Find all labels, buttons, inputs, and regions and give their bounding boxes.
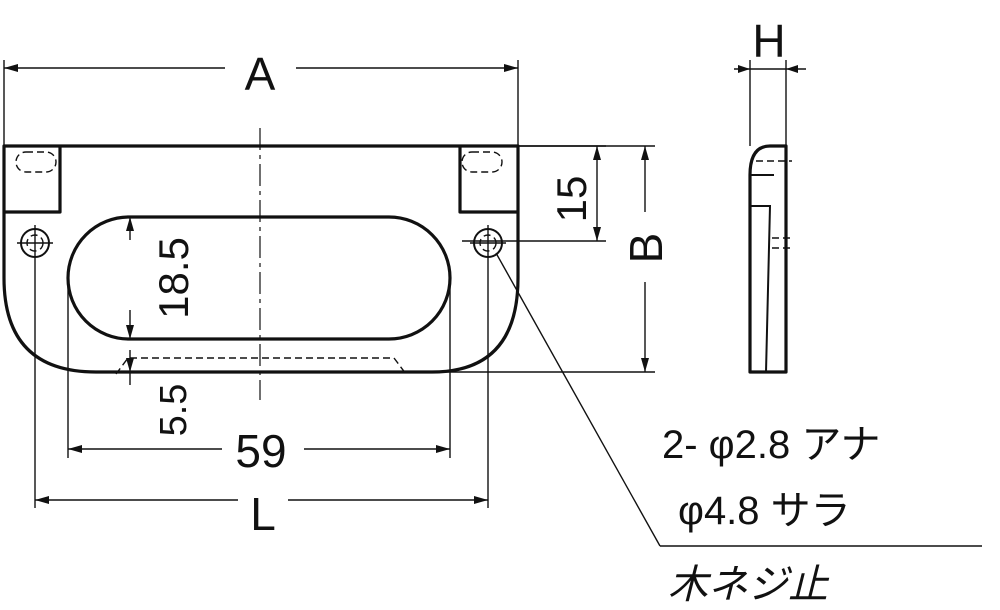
dimension-label-a: A: [245, 48, 276, 100]
right-slot-hidden: [461, 151, 503, 173]
note-line-wood-screw: 木ネジ止: [668, 562, 830, 607]
note-line-holes: 2- φ2.8 アナ: [662, 423, 881, 467]
dimension-a: A: [3, 48, 519, 146]
side-grip-edge: [750, 205, 772, 373]
screw-note-leader: [495, 252, 982, 547]
dimension-label-l: L: [250, 488, 276, 540]
left-flange: [4, 146, 62, 214]
dimension-18-5: 18.5: [126, 217, 197, 339]
finger-opening: [66, 215, 452, 341]
dimension-label-59: 59: [235, 425, 286, 477]
dimension-h: H: [734, 15, 806, 146]
right-flange: [458, 146, 518, 214]
dimension-5-5: 5.5: [126, 350, 195, 436]
left-slot-hidden: [15, 151, 57, 173]
dimension-59: 59: [67, 278, 451, 477]
dimension-15: 15: [462, 145, 606, 242]
note-line-countersink: φ4.8 サラ: [678, 489, 851, 533]
dimension-label-5-5: 5.5: [153, 384, 195, 437]
dimension-label-b: B: [620, 233, 672, 264]
dimension-label-15: 15: [548, 176, 595, 223]
screw-note: 2- φ2.8 アナ φ4.8 サラ 木ネジ止: [662, 423, 881, 607]
side-view: [748, 144, 792, 374]
side-profile: [748, 144, 788, 374]
dimension-label-18-5: 18.5: [150, 237, 197, 319]
dimension-l: L: [35, 488, 488, 540]
dimension-label-h: H: [752, 15, 785, 67]
dimension-b: B: [432, 145, 672, 373]
